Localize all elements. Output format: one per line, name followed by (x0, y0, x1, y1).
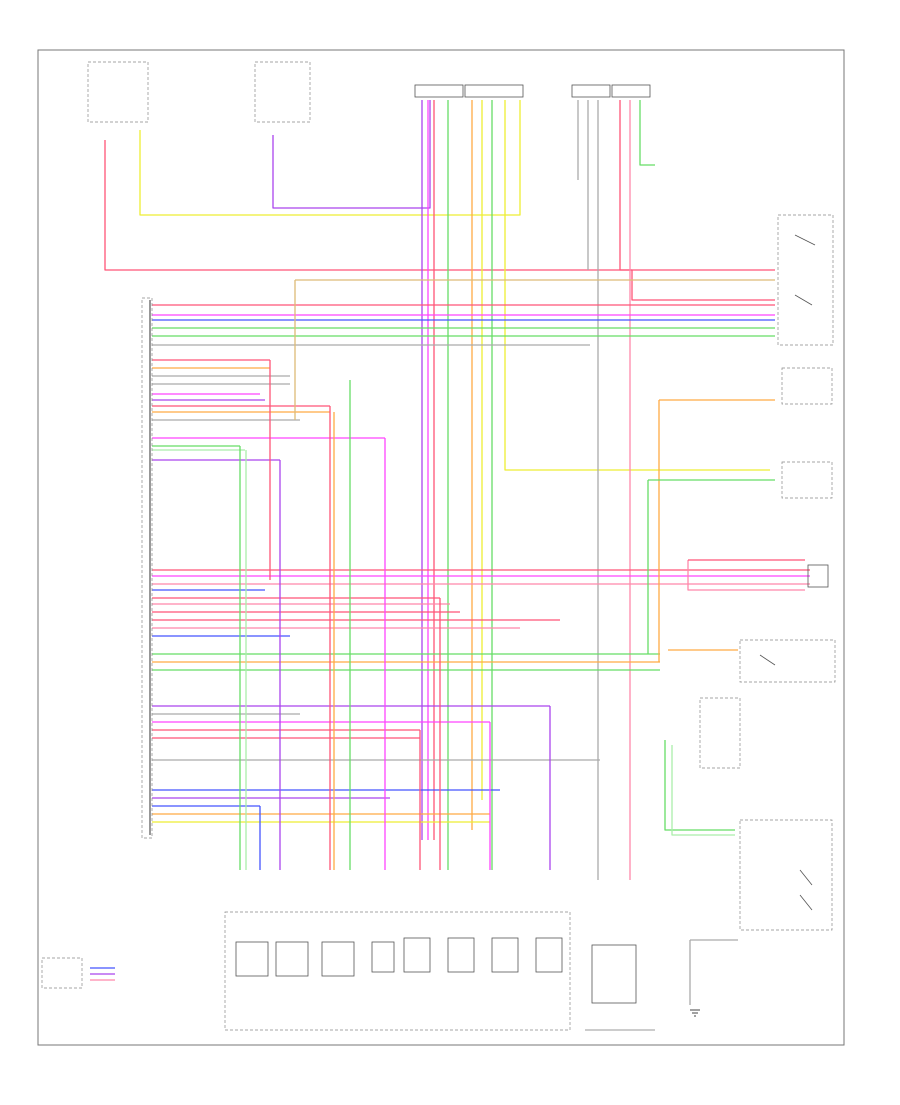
wire-green-80 (664, 740, 735, 831)
wire-red-1 (104, 140, 775, 271)
bottom-solenoid-3 (491, 937, 519, 973)
ecm-connector-outline (141, 297, 153, 839)
top-component-fuse-block-left (87, 61, 149, 123)
bottom-sensor-1 (235, 941, 269, 977)
bottom-solenoid-2 (447, 937, 475, 973)
wire-pink-82 (687, 560, 805, 591)
wire-yellow-11 (504, 100, 770, 471)
bottom-solenoid-1 (403, 937, 431, 973)
wire-lightgreen-81 (671, 745, 735, 836)
wire-yellow-2 (139, 100, 521, 216)
bottom-sensor-3 (321, 941, 355, 977)
right-component-relay-switch (777, 214, 834, 346)
right-component-sensor-1 (781, 367, 833, 405)
wire-group (90, 100, 810, 1005)
bottom-component-row (224, 911, 655, 1031)
wire-green-17 (639, 100, 655, 166)
wire-red-15 (619, 100, 775, 301)
bottom-sensor-4 (371, 941, 395, 973)
wire-violet-3 (272, 100, 431, 209)
bottom-connector-block (591, 944, 637, 1004)
ground-symbol (690, 1009, 700, 1017)
top-component-connector-b (571, 84, 651, 98)
right-component-switch-3pin (807, 564, 829, 588)
right-component-ground-module (739, 639, 836, 683)
left-connector-legend (41, 957, 83, 989)
right-component-connector-block (699, 697, 741, 769)
top-component-connector-a (414, 84, 524, 98)
top-component-fuse-block-middle (254, 61, 311, 123)
right-component-sensor-2 (781, 461, 833, 499)
bottom-solenoid-4 (535, 937, 563, 973)
bottom-transmission-outline (224, 911, 571, 1031)
right-component-position-switch (739, 819, 833, 931)
diagram-frame (37, 49, 845, 1046)
bottom-sensor-2 (275, 941, 309, 977)
